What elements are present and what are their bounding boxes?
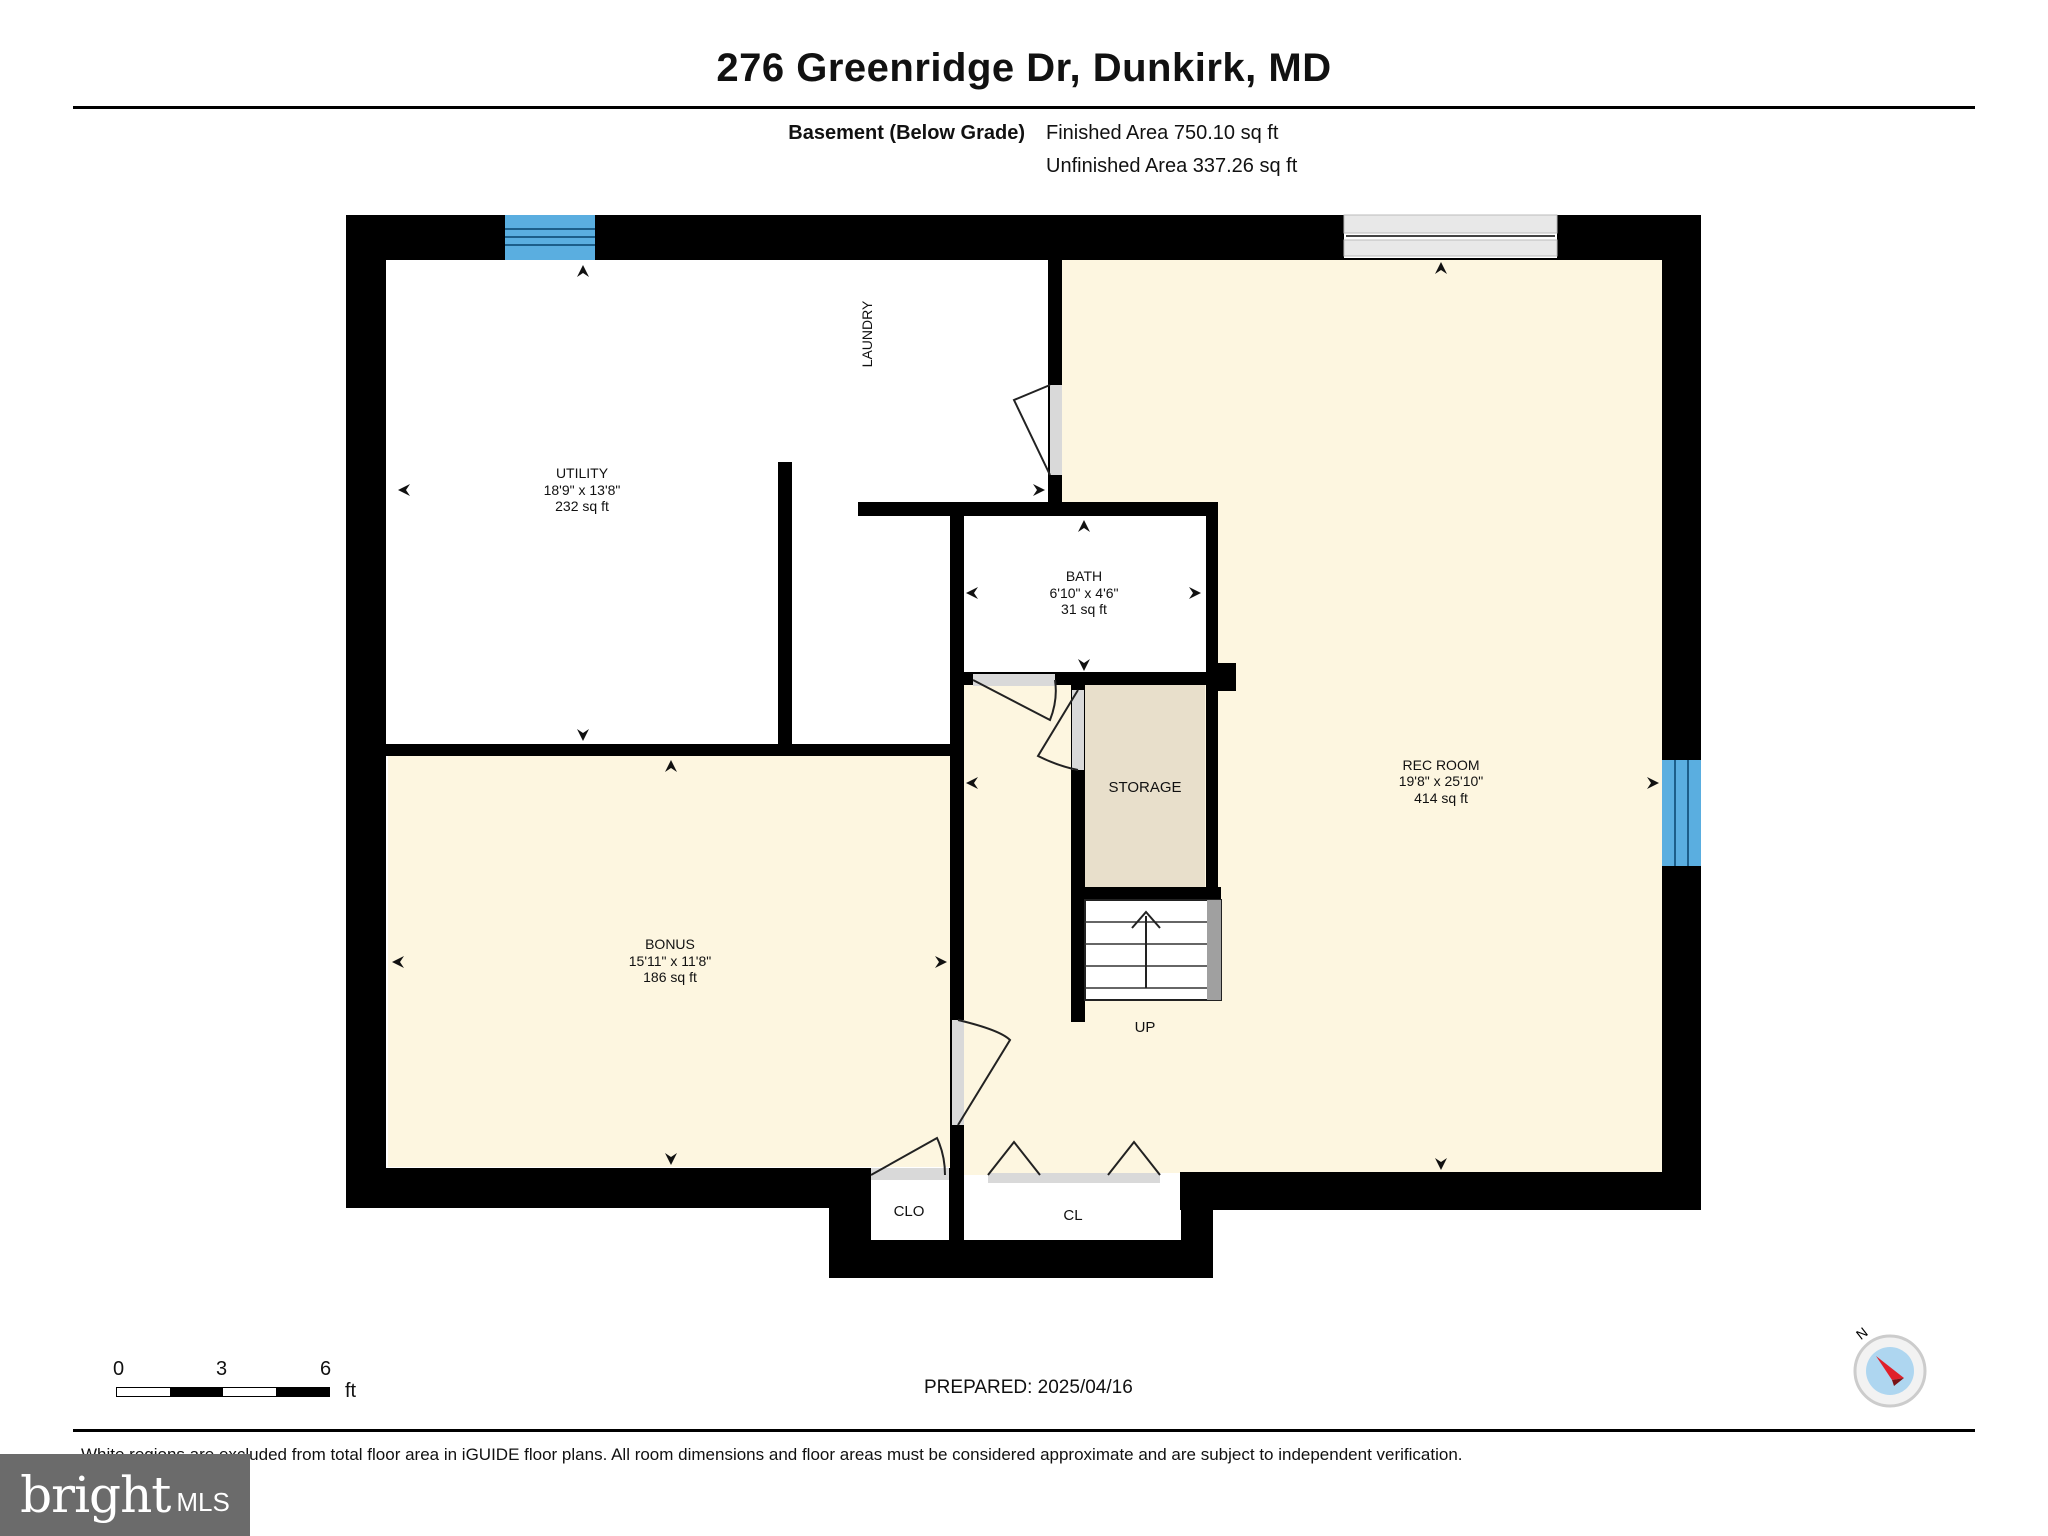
hall-floor bbox=[962, 680, 1062, 1175]
bath-area: 31 sq ft bbox=[1061, 601, 1107, 617]
clo-floor bbox=[868, 1180, 950, 1240]
clo-name: CLO bbox=[894, 1203, 925, 1220]
dimension-arrows bbox=[392, 262, 1659, 1170]
bonus-name: BONUS bbox=[645, 936, 695, 952]
laundry-name: LAUNDRY bbox=[859, 300, 875, 367]
rec-room-name: REC ROOM bbox=[1403, 757, 1480, 773]
bath-dims: 6'10" x 4'6" bbox=[1050, 585, 1119, 601]
scale-unit: ft bbox=[345, 1380, 357, 1402]
interior-walls bbox=[386, 260, 1236, 1278]
storage-name: STORAGE bbox=[1108, 779, 1181, 796]
unfinished-area-text: Unfinished Area 337.26 sq ft bbox=[1046, 155, 1298, 177]
bright-mls-logo: bright MLS bbox=[0, 1454, 250, 1536]
logo-brand: bright bbox=[20, 1466, 171, 1524]
storage-floor bbox=[1085, 685, 1205, 887]
rec-room-area: 414 sq ft bbox=[1414, 790, 1468, 806]
stairs-up-label: UP bbox=[1135, 1019, 1156, 1036]
stair-landing-floor bbox=[1062, 1000, 1222, 1172]
bonus-dims: 15'11" x 11'8" bbox=[629, 953, 712, 969]
rec-room-dims: 19'8" x 25'10" bbox=[1399, 773, 1484, 789]
logo-suffix: MLS bbox=[176, 1486, 230, 1517]
bonus-area: 186 sq ft bbox=[643, 969, 697, 985]
disclaimer-text: White regions are excluded from total fl… bbox=[81, 1445, 1463, 1464]
finished-area-text: Finished Area 750.10 sq ft bbox=[1046, 122, 1279, 144]
staircase bbox=[1084, 899, 1222, 1001]
title-divider bbox=[73, 106, 1975, 109]
scale-tick-6: 6 bbox=[320, 1358, 332, 1380]
footer-divider bbox=[73, 1429, 1975, 1432]
prepared-date: PREPARED: 2025/04/16 bbox=[924, 1377, 1133, 1398]
sliding-door bbox=[1343, 214, 1558, 258]
utility-area: 232 sq ft bbox=[555, 498, 609, 514]
scale-ruler bbox=[116, 1387, 330, 1397]
scale-bar: 0 3 6 ft bbox=[112, 1358, 372, 1418]
door-swings bbox=[870, 384, 1161, 1183]
bonus-floor bbox=[388, 754, 950, 1167]
windows bbox=[505, 215, 1701, 866]
compass-north-label: N bbox=[1853, 1326, 1871, 1343]
scale-tick-0: 0 bbox=[113, 1358, 125, 1380]
cl-name: CL bbox=[1063, 1207, 1082, 1224]
compass-icon: N bbox=[1853, 1326, 1927, 1408]
window-rec-room bbox=[1662, 760, 1701, 866]
page-title: 276 Greenridge Dr, Dunkirk, MD bbox=[716, 46, 1332, 90]
scale-tick-3: 3 bbox=[216, 1358, 228, 1380]
floor-label: Basement (Below Grade) bbox=[788, 122, 1025, 144]
bath-floor bbox=[962, 512, 1208, 676]
utility-name: UTILITY bbox=[556, 465, 609, 481]
bath-name: BATH bbox=[1066, 568, 1102, 584]
utility-dims: 18'9" x 13'8" bbox=[544, 482, 621, 498]
cl-floor bbox=[964, 1185, 1182, 1240]
